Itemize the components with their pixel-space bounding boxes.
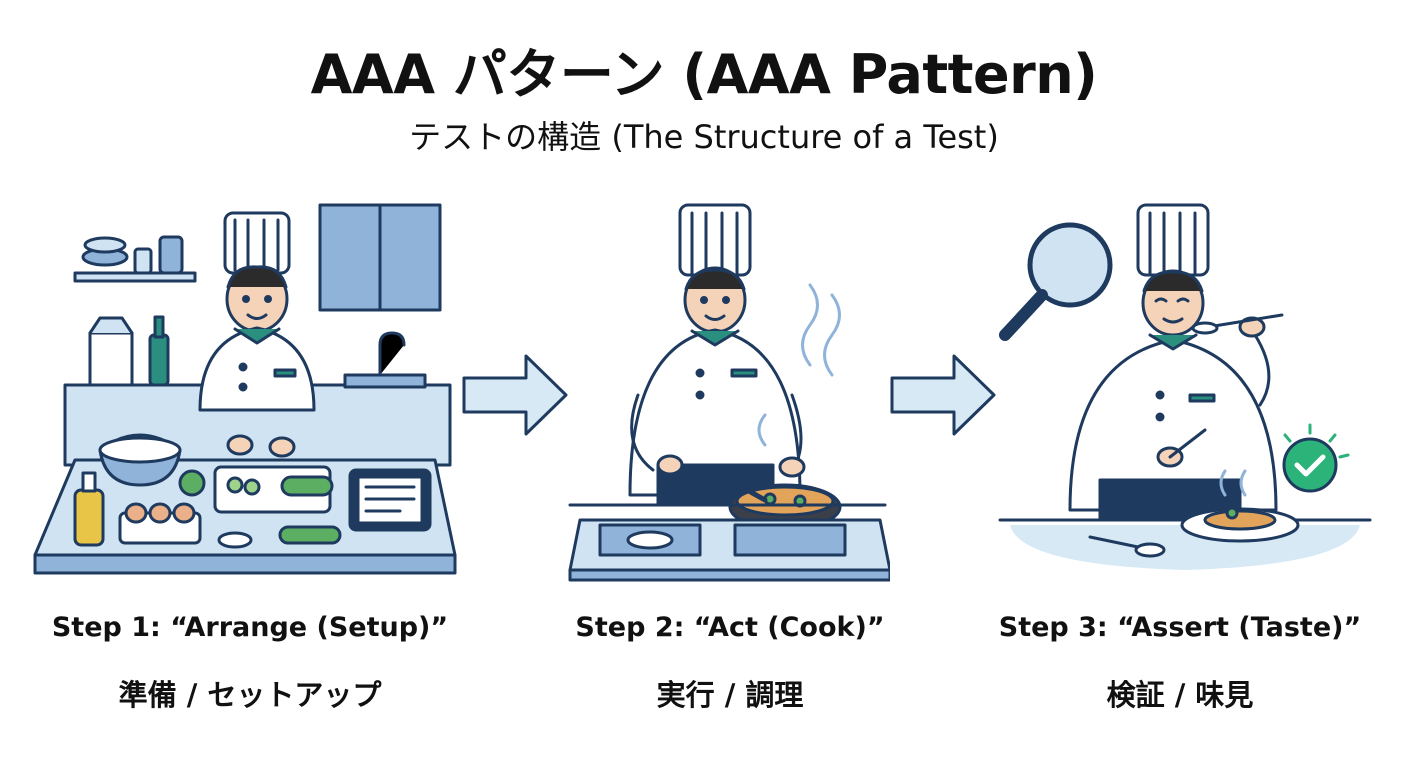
- act-illustration: [560, 195, 890, 585]
- step-1-subtitle: 準備 / セットアップ: [118, 678, 382, 712]
- step-3-subtitle: 検証 / 味見: [1106, 678, 1254, 712]
- step-1-label: Step 1: “Arrange (Setup)”: [51, 612, 449, 643]
- diagram-subtitle: テストの構造 (The Structure of a Test): [409, 118, 999, 156]
- check-badge-icon: [1282, 423, 1350, 493]
- arrow-right-icon: [460, 350, 570, 440]
- assert-illustration: [990, 195, 1380, 585]
- diagram-title: AAA パターン (AAA Pattern): [310, 43, 1098, 106]
- step-3-label: Step 3: “Assert (Taste)”: [998, 612, 1362, 643]
- arrange-illustration: [30, 195, 460, 585]
- magnifier-icon: [999, 222, 1113, 341]
- step-2-subtitle: 実行 / 調理: [656, 678, 804, 712]
- step-2-label: Step 2: “Act (Cook)”: [575, 612, 885, 643]
- arrow-right-icon: [888, 350, 998, 440]
